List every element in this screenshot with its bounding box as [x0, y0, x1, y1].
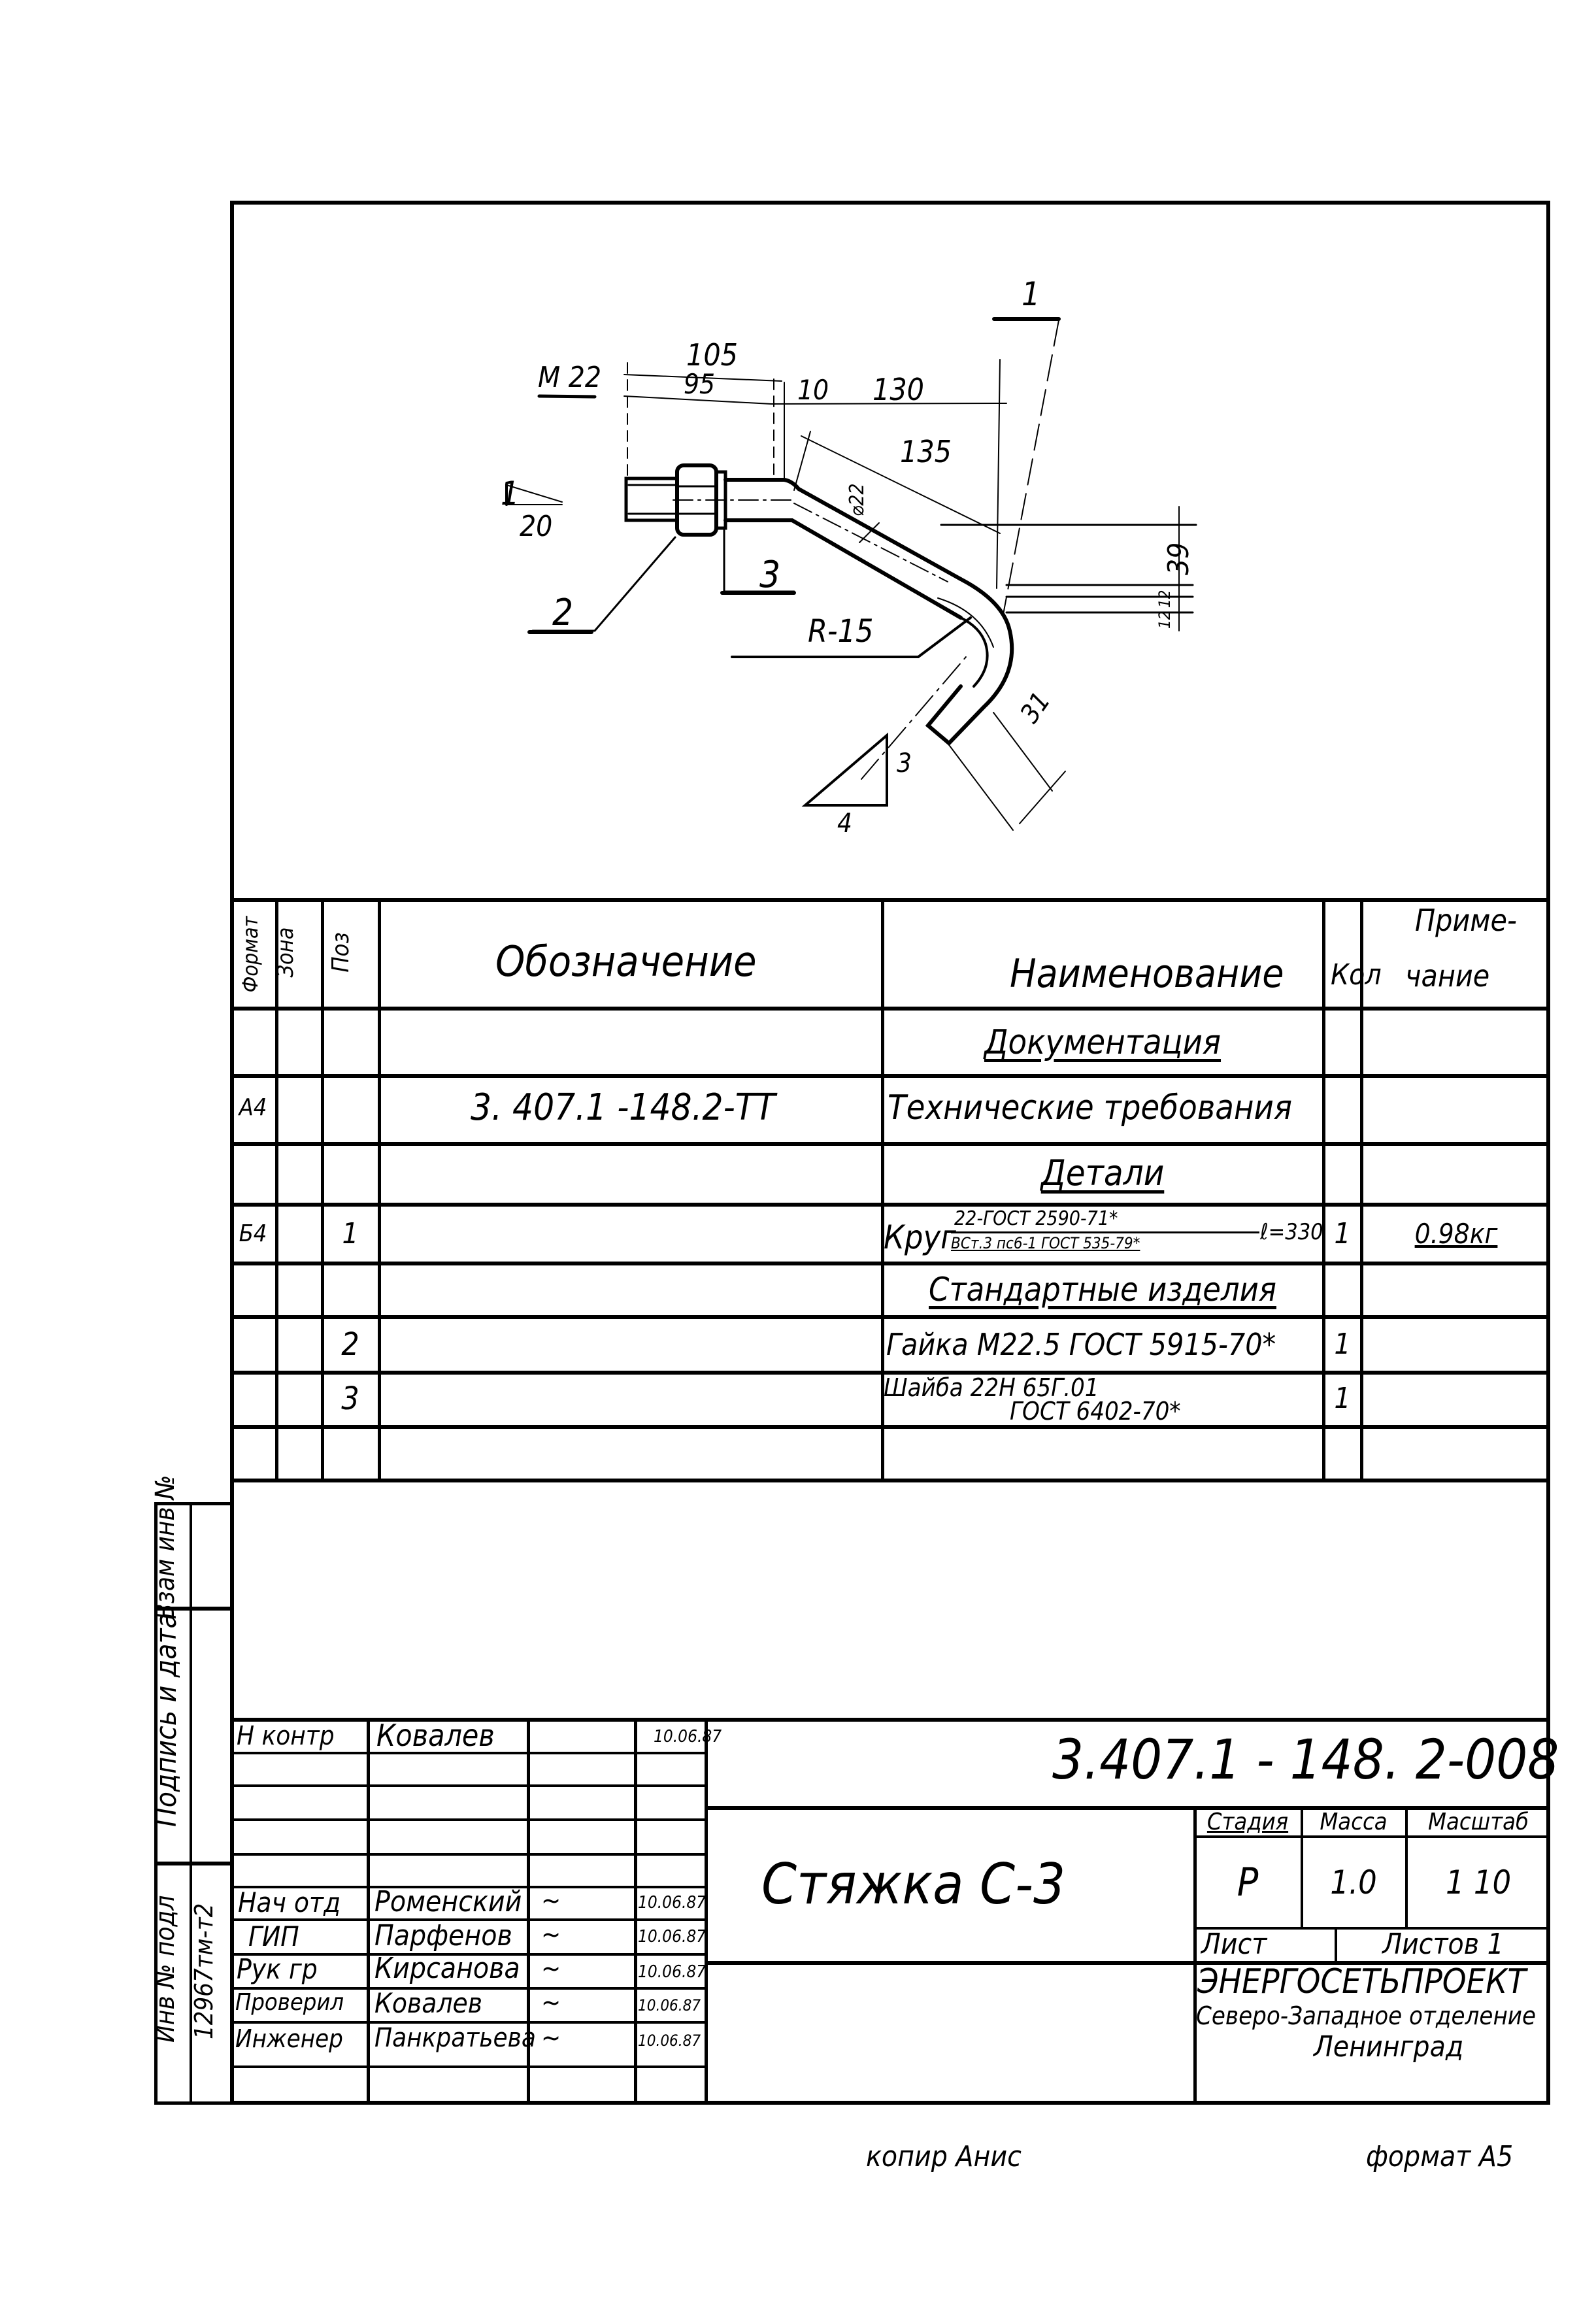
- row-name-prefix: Круг: [884, 1218, 956, 1256]
- row-name: Технические требования: [888, 1088, 1293, 1128]
- sig-role: Инженер: [235, 2024, 343, 2053]
- dim-12b: 12: [1155, 610, 1174, 629]
- sig-role: Нач отд: [238, 1886, 341, 1918]
- section-standard-items: Стандартные изделия: [929, 1270, 1276, 1309]
- sig-sign: ~: [541, 1886, 561, 1916]
- section-details: Детали: [1040, 1152, 1165, 1194]
- sig-name: Роменский: [374, 1885, 522, 1918]
- sheet-format: формат А5: [1366, 2140, 1514, 2173]
- row-qty: 1: [1334, 1382, 1351, 1415]
- dim-20: 20: [520, 510, 553, 543]
- org-branch: Северо-Западное отделение: [1196, 2001, 1537, 2030]
- row-name-line2: ГОСТ 6402-70*: [1010, 1397, 1181, 1426]
- slope-rise: 3: [897, 748, 912, 778]
- stage-label: Стадия: [1206, 1809, 1289, 1835]
- inv-podl-value: 12967тм-т2: [190, 1903, 218, 2039]
- sig-date: 10.06.87: [638, 1893, 707, 1913]
- sig-sign: ~: [541, 2023, 561, 2053]
- sheet-label: Лист: [1201, 1928, 1267, 1961]
- callout-3: 3: [759, 554, 781, 596]
- dim-39: 39: [1162, 542, 1195, 575]
- dim-95: 95: [684, 368, 716, 400]
- row-name-suffix: ℓ=330: [1260, 1219, 1323, 1245]
- sig-date: 10.06.87: [638, 1962, 707, 1982]
- row-pos: 1: [342, 1216, 359, 1250]
- slope-run: 4: [837, 809, 852, 839]
- mass-value: 1.0: [1330, 1863, 1377, 1901]
- dim-105: 105: [686, 337, 738, 373]
- dim-130: 130: [873, 372, 924, 407]
- sig-role: Проверил: [235, 1989, 344, 2016]
- sig-role: ГИП: [248, 1920, 299, 1952]
- sig-role: Рук гр: [237, 1953, 318, 1985]
- row-name-numerator: 22-ГОСТ 2590-71*: [954, 1207, 1118, 1230]
- callout-2: 2: [552, 592, 574, 634]
- document-number: 3.407.1 - 148. 2-008: [1052, 1728, 1559, 1792]
- dim-10: 10: [797, 374, 829, 406]
- sig-name: Панкратьева: [374, 2023, 536, 2053]
- row-name-denominator: ВСт.3 пс6-1 ГОСТ 535-79*: [951, 1234, 1140, 1252]
- scale-value: 1 10: [1445, 1863, 1512, 1901]
- header-note-1: Приме-: [1415, 903, 1517, 938]
- podpis-data-label: Подпись и дата: [150, 1613, 183, 1827]
- sig-name: Кирсанова: [374, 1952, 520, 1985]
- sig-role: Н контр: [237, 1721, 335, 1751]
- header-name: Наименование: [1010, 951, 1284, 997]
- dim-radius: R-15: [808, 613, 874, 650]
- sig-sign: ~: [541, 1920, 561, 1950]
- row-qty: 1: [1334, 1328, 1351, 1361]
- drawing-title: Стяжка С-3: [761, 1852, 1066, 1917]
- stage-value: Р: [1237, 1859, 1259, 1905]
- org-name: ЭНЕРГОСЕТЬПРОЕКТ: [1197, 1962, 1526, 2001]
- dim-12a: 12: [1155, 590, 1174, 608]
- fraction-bar: [951, 1231, 1259, 1233]
- scale-label: Масштаб: [1428, 1809, 1529, 1835]
- section-documentation: Документация: [984, 1023, 1222, 1062]
- sig-date: 10.06.87: [654, 1727, 722, 1747]
- dim-135: 135: [900, 434, 952, 469]
- row-designation: 3. 407.1 -148.2-ТТ: [471, 1086, 776, 1129]
- header-format: Формат: [238, 916, 263, 993]
- sig-name: Ковалев: [374, 1987, 483, 2019]
- row-note: 0.98кг: [1414, 1217, 1498, 1250]
- mass-label: Масса: [1320, 1809, 1388, 1835]
- sig-date: 10.06.87: [638, 1996, 701, 2015]
- header-designation: Обозначение: [495, 938, 757, 986]
- header-qty: Кол: [1331, 958, 1382, 992]
- header-note-2: чание: [1405, 958, 1490, 994]
- row-name-line1: Шайба 22Н 65Г.01: [884, 1373, 1099, 1402]
- sig-date: 10.06.87: [638, 1927, 707, 1947]
- part-drawing: [505, 317, 1197, 831]
- row-pos: 3: [341, 1380, 359, 1417]
- row-format: Б4: [239, 1220, 267, 1247]
- row-qty: 1: [1334, 1216, 1351, 1250]
- section-mark-label: 1: [1022, 275, 1040, 313]
- sig-name: Ковалев: [376, 1718, 495, 1753]
- org-city: Ленинград: [1314, 2030, 1464, 2064]
- sheets-label: Листов 1: [1382, 1928, 1504, 1961]
- copied-by: копир Анис: [866, 2140, 1022, 2173]
- sig-date: 10.06.87: [638, 2032, 701, 2050]
- header-pos: Поз: [327, 932, 354, 973]
- sig-name: Парфенов: [374, 1919, 512, 1952]
- vzam-inv-label: Взам инв №: [150, 1475, 180, 1620]
- header-zone: Зона: [273, 927, 299, 978]
- sig-sign: ~: [541, 1954, 561, 1984]
- inv-podl-label: Инв № подл: [150, 1895, 180, 2043]
- row-pos: 2: [341, 1326, 359, 1363]
- row-name: Гайка М22.5 ГОСТ 5915-70*: [886, 1327, 1276, 1362]
- thread-label: M 22: [538, 361, 602, 394]
- drawing-frame: [230, 201, 1550, 2105]
- dim-diameter-22: ⌀22: [846, 483, 869, 516]
- row-format: А4: [239, 1094, 267, 1121]
- sig-sign: ~: [541, 1988, 561, 2018]
- section-mark-left-label: 1: [501, 475, 520, 512]
